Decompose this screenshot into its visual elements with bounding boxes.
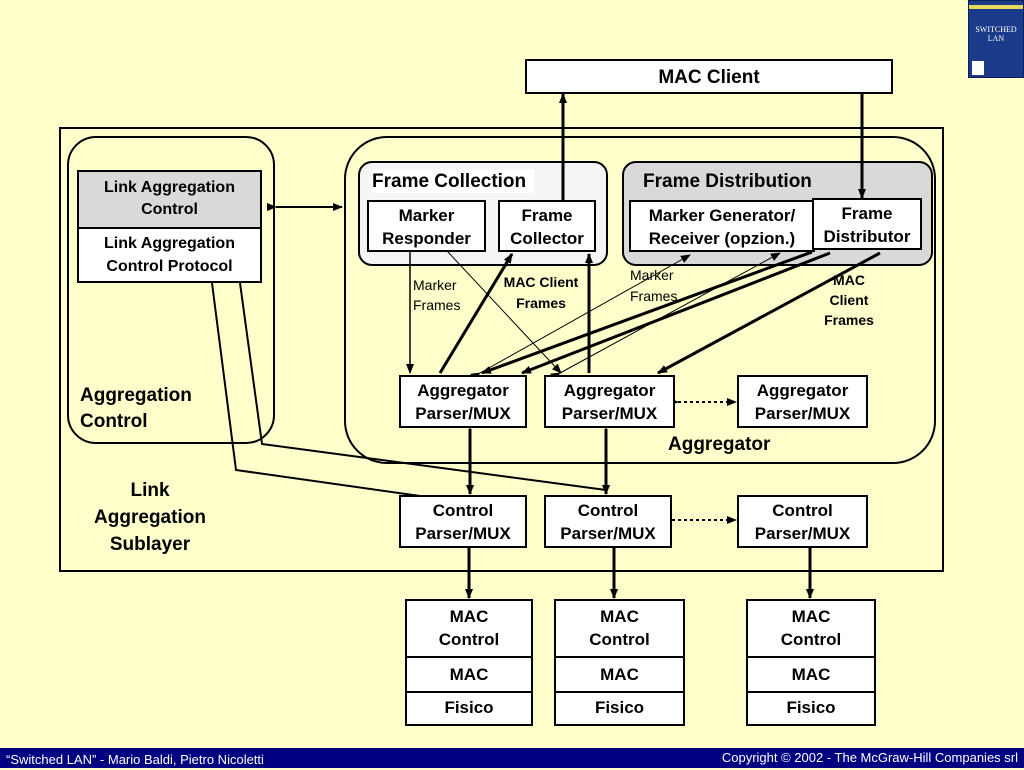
aggregator-parser-3: Aggregator Parser/MUX [737, 375, 868, 428]
lacp-to-control1 [206, 273, 471, 504]
book-cover-image: SWITCHED LAN [968, 0, 1024, 78]
distributor-to-parser1 [481, 250, 813, 375]
mac-stack-2-mac: MAC [556, 658, 683, 693]
aggregator-parser-3-label: Aggregator Parser/MUX [754, 381, 851, 423]
link-aggregation-control-box: Link Aggregation Control Link Aggregatio… [77, 170, 262, 283]
aggregation-control-container [67, 136, 275, 444]
mac-client-label: MAC Client [658, 67, 760, 88]
marker-generator-box: Marker Generator/ Receiver (opzion.) [629, 200, 815, 252]
mac-stack-2-phy: Fisico [594, 698, 645, 717]
frame-distributor-box: Frame Distributor [812, 198, 922, 250]
marker-generator-parser2 [550, 252, 781, 381]
aggregation-control-label: Aggregation Control [80, 385, 192, 432]
control-parser-3: Control Parser/MUX [737, 495, 868, 548]
mac-stack-3: MAC Control MAC Fisico [746, 599, 876, 726]
aggregator-parser-1: Aggregator Parser/MUX [399, 375, 527, 428]
mac-stack-3-mac: MAC [748, 658, 874, 693]
marker-responder-box: Marker Responder [367, 200, 486, 252]
control-parser-2-label: Control Parser/MUX [560, 501, 656, 543]
book-cover-title: SWITCHED LAN [975, 25, 1017, 43]
frame-collector-box: Frame Collector [498, 200, 596, 252]
aggregator-parser-2-label: Aggregator Parser/MUX [561, 381, 658, 423]
aggregator-parser-1-label: Aggregator Parser/MUX [415, 381, 511, 423]
marker-generator-label: Marker Generator/ Receiver (opzion.) [648, 206, 796, 248]
mac-client-box: MAC Client [525, 59, 893, 94]
control-parser-2: Control Parser/MUX [544, 495, 672, 548]
mac-stack-2: MAC Control MAC Fisico [554, 599, 685, 726]
control-parser-3-label: Control Parser/MUX [754, 501, 851, 543]
marker-frames-right-label: Marker Frames [630, 267, 678, 304]
marker-responder-label: Marker Responder [382, 206, 471, 248]
footer-bar: “Switched LAN” - Mario Baldi, Pietro Nic… [0, 748, 1024, 768]
aggregator-label: Aggregator [668, 434, 771, 455]
frame-distribution-title: Frame Distribution [643, 171, 812, 192]
lacp-to-control2 [234, 273, 607, 491]
book-cover-stripe [969, 5, 1023, 9]
control-parser-1: Control Parser/MUX [399, 495, 527, 548]
mac-stack-2-control: MAC Control [556, 601, 683, 658]
mac-stack-1-phy: Fisico [444, 698, 494, 717]
mac-stack-1: MAC Control MAC Fisico [405, 599, 533, 726]
aggregator-container [344, 136, 936, 464]
distributor-to-parser2 [521, 251, 831, 375]
lacp-label: Link Aggregation Control Protocol [104, 235, 235, 275]
link-aggregation-sublayer-label: Link Aggregation Sublayer [94, 480, 206, 555]
mac-stack-1-mac: MAC [407, 658, 531, 693]
book-cover-graphic [972, 61, 984, 75]
footer-right-text: Copyright © 2002 - The McGraw-Hill Compa… [721, 750, 1018, 765]
lac-header-label: Link Aggregation Control [104, 179, 235, 218]
mac-stack-1-control: MAC Control [407, 601, 531, 658]
mac-client-frames-mid-label: MAC Client Frames [503, 274, 579, 311]
frame-distributor-label: Frame Distributor [823, 204, 911, 246]
frame-collection-title: Frame Collection [372, 170, 535, 193]
aggregator-parser-2: Aggregator Parser/MUX [544, 375, 675, 428]
frame-collector-label: Frame Collector [510, 206, 584, 248]
lac-header: Link Aggregation Control [79, 172, 260, 229]
marker-frames-left-label: Marker Frames [413, 277, 461, 313]
link-aggregation-sublayer-frame [59, 127, 944, 572]
mac-stack-3-phy: Fisico [786, 698, 836, 717]
distributor-to-parser3 [657, 251, 881, 375]
mac-client-frames-right-label: MAC Client Frames [824, 272, 874, 328]
footer-left-text: “Switched LAN” - Mario Baldi, Pietro Nic… [6, 752, 264, 767]
control-parser-1-label: Control Parser/MUX [415, 501, 511, 543]
mac-stack-3-control: MAC Control [748, 601, 874, 658]
